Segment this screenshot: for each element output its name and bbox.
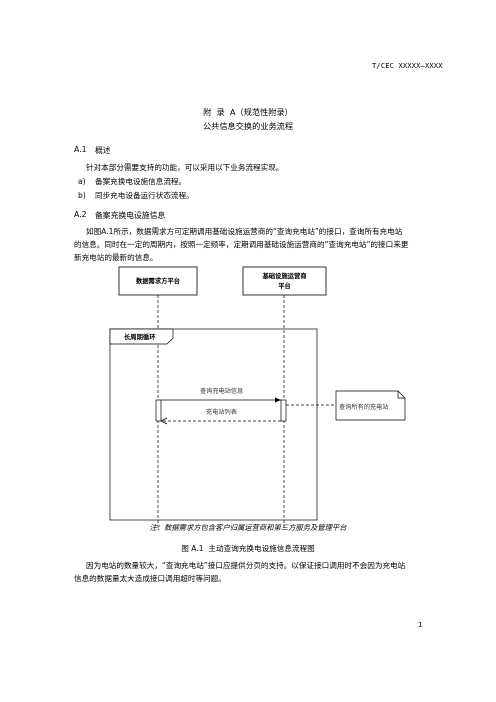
activation-left xyxy=(155,399,162,422)
section-a2-title: 备案充换电设施信息 xyxy=(95,211,166,220)
request-arrowhead xyxy=(275,397,281,403)
participant-left-box xyxy=(118,266,198,296)
activation-right xyxy=(280,399,287,422)
loop-frame xyxy=(109,328,318,521)
note-box xyxy=(335,390,406,421)
section-a2-paragraph-line: 如图A.1所示，数据需求方可定期调用基础设施运营商的“查询充电站”的接口，查询所… xyxy=(86,227,403,236)
figure-caption: 图 A.1 主动查询充换电设施信息流程图 xyxy=(181,544,315,553)
list-item-marker: b) xyxy=(78,191,86,200)
closing-paragraph-line: 因为电站的数量较大，“查询充电站”接口应提供分页的支持。以保证接口调用时不会因为… xyxy=(86,561,406,570)
section-a2-paragraph-line: 的信息。同时在一定的周期内，按照一定频率，定期调用基础设施运营商的“查询充电站”… xyxy=(74,240,409,249)
annex-title: 附 录 A（规范性附录） xyxy=(203,107,293,117)
list-item: 同步充电设备运行状态流程。 xyxy=(95,191,194,200)
response-arrowhead xyxy=(160,417,168,425)
closing-paragraph-line: 信息的数据量太大造成接口调用超时等问题。 xyxy=(74,574,226,583)
page-number: 1 xyxy=(418,621,423,629)
note-label: 查询所有的充电站 xyxy=(339,404,389,411)
section-a2-paragraph-line: 新充电站的最新的信息。 xyxy=(74,253,158,262)
section-a2-number: A.2 xyxy=(74,210,87,219)
standard-code: T/CEC XXXXX—XXXX xyxy=(372,62,443,70)
section-a1-intro: 针对本部分需要支持的功能，可以采用以下业务流程实现。 xyxy=(86,163,284,172)
list-item-marker: a) xyxy=(78,177,86,186)
section-a1-number: A.1 xyxy=(74,145,87,154)
participant-left-label: 数据需求方平台 xyxy=(135,278,181,285)
note-fold xyxy=(397,391,405,399)
loop-label-tab xyxy=(109,328,174,345)
participant-right-box xyxy=(242,266,327,296)
loop-label: 长周期循环 xyxy=(124,334,156,341)
section-a1-title: 概述 xyxy=(95,146,111,155)
annex-subtitle: 公共信息交换的业务流程 xyxy=(202,121,294,131)
participant-right-label: 基础设施运营商 xyxy=(262,273,307,280)
list-item: 备案充换电设施信息流程。 xyxy=(95,177,187,186)
participant-right-label-line2: 平台 xyxy=(278,283,291,290)
figure-note: 注：数据需求方包含客户归属运营商和第三方服务及管理平台 xyxy=(149,523,347,532)
request-message-label: 查询充电站信息 xyxy=(200,388,244,395)
response-message-label: 充电站列表 xyxy=(206,409,237,416)
